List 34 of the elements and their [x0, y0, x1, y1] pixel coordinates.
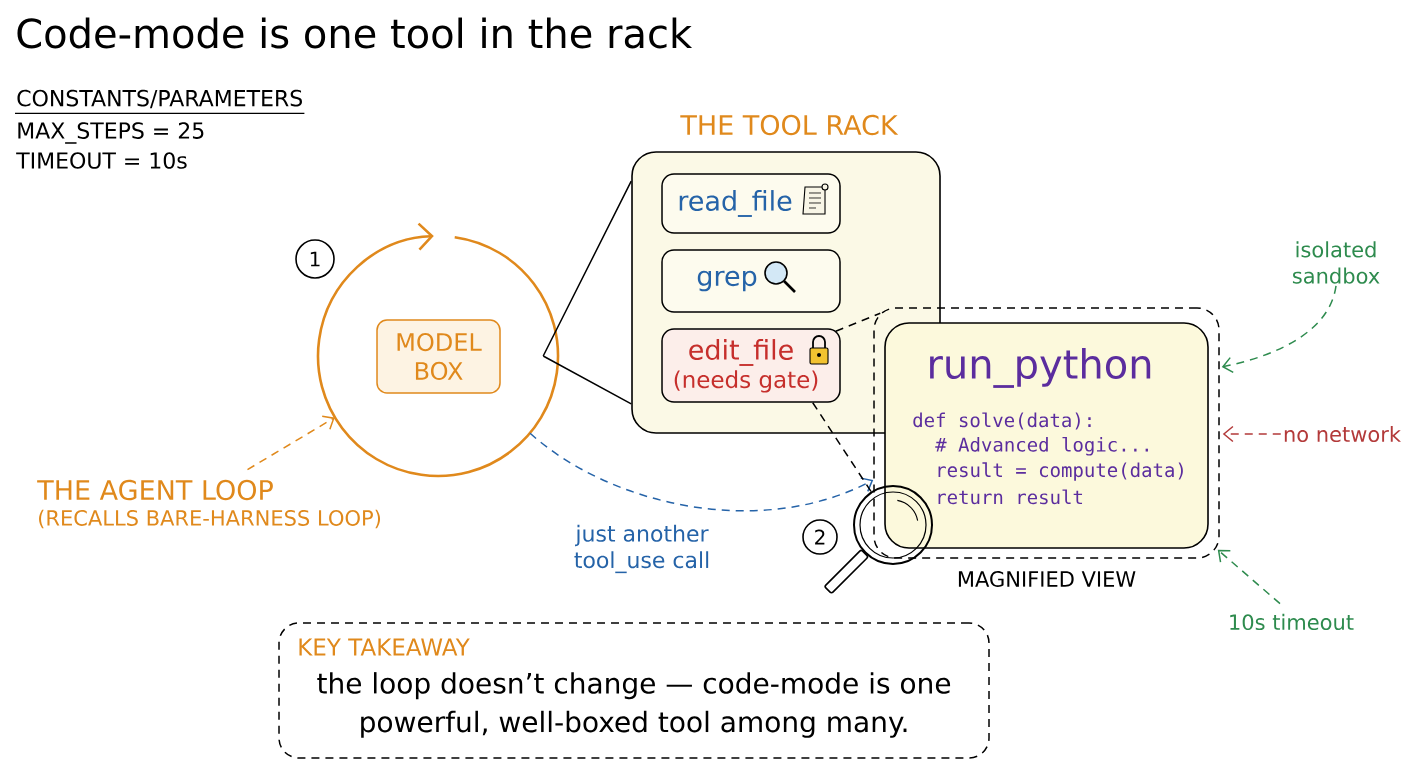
parameter-line: TIMEOUT = 10s [16, 152, 187, 169]
subheading: (RECALLS BARE-HARNESS LOOP) [39, 509, 381, 529]
model-box: MODEL BOX [376, 319, 501, 394]
annotation: no network [1284, 425, 1401, 443]
callout-number: 1 [295, 239, 335, 279]
dashed-arrow [246, 415, 335, 471]
tool-box: grep [661, 249, 841, 313]
pointer-lines [542, 180, 632, 405]
title: Code-mode is one tool in the rack [17, 17, 693, 49]
tool-name: run_python [930, 348, 1151, 388]
section-heading: CONSTANTS/PARAMETERS [17, 89, 302, 109]
tool-box: read_file [661, 173, 841, 234]
heading: THE AGENT LOOP [37, 479, 273, 501]
dashed-arrow [1221, 285, 1337, 374]
code-line: def solve(data): [913, 412, 1091, 430]
code-line: # Advanced logic... [935, 437, 1148, 456]
annotation: 10s timeout [1230, 613, 1354, 631]
annotation: isolated sandbox [1292, 241, 1380, 284]
heading: MAGNIFIED VIEW [958, 571, 1136, 587]
dashed-arrow [529, 432, 874, 512]
heading: KEY TAKEAWAY [299, 638, 470, 656]
tool-box: edit_file (needs gate) [661, 328, 841, 403]
parameter-line: MAX_STEPS = 25 [18, 122, 204, 144]
dashed-arrow [1222, 425, 1282, 443]
takeaway-text: the loop doesn’t change — code-mode is one powerful, well-boxed tool among many. [317, 672, 951, 738]
callout-number: 2 [802, 519, 838, 555]
dashed-line [835, 312, 881, 332]
code-line: return result [938, 489, 1083, 505]
dashed-line [812, 402, 873, 493]
edge-label: just another tool_use call [574, 524, 709, 574]
dashed-arrow [1217, 549, 1281, 605]
code-line: result = compute(data) [938, 462, 1183, 481]
magnifying-glass [824, 485, 933, 594]
heading: THE TOOL RACK [680, 114, 899, 136]
